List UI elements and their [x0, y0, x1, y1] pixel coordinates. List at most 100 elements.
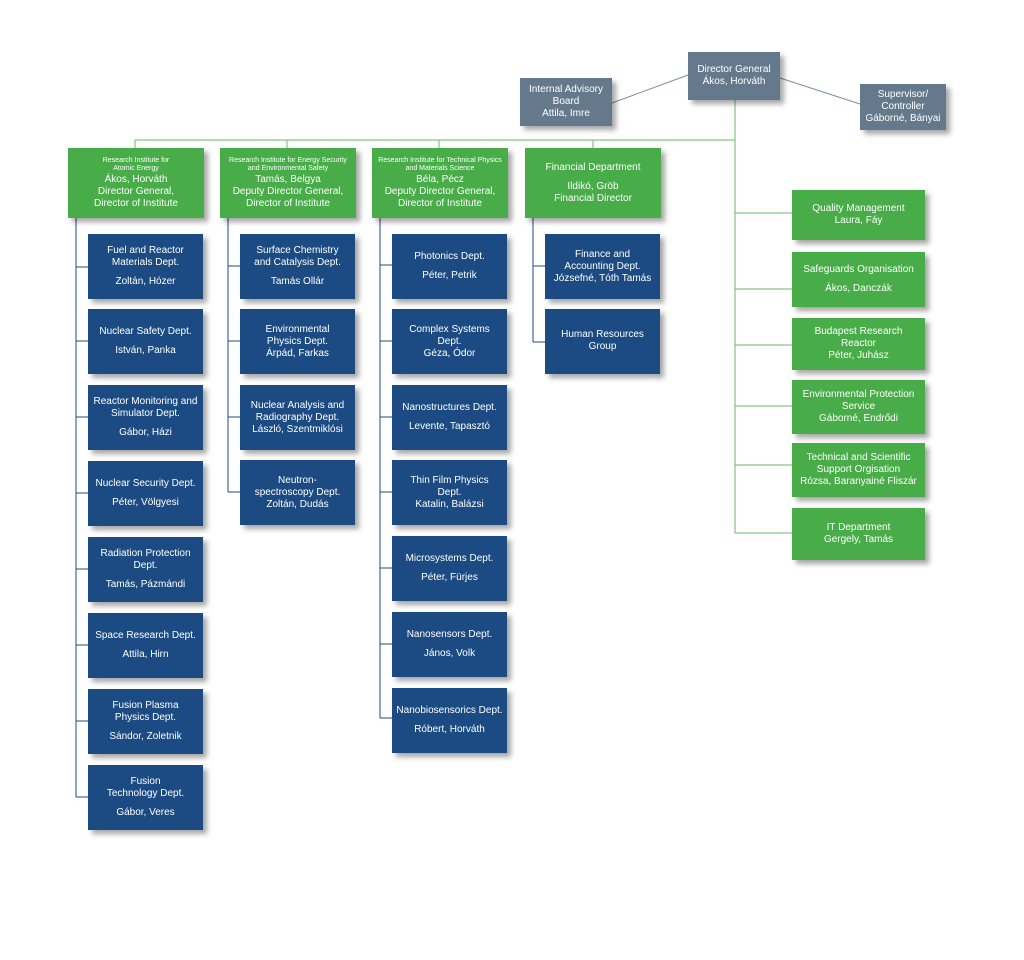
dept-space-research: Space Research Dept. Attila, Hirn — [88, 613, 203, 678]
unit-label-line2: Service — [841, 401, 876, 412]
financial-role: Financial Director — [554, 192, 632, 204]
dept-head-name: Sándor, Zoletnik — [109, 731, 182, 742]
dept-head-name: Levente, Tapasztó — [409, 421, 490, 432]
dept-label-line2: Group — [588, 341, 617, 352]
director-advisory-line — [611, 74, 689, 104]
dept-nanosensors: Nanosensors Dept. János, Volk — [392, 612, 507, 677]
dept-head-name: Józsefné, Tóth Tamás — [553, 272, 652, 284]
dept-nuclear-analysis: Nuclear Analysis and Radiography Dept. L… — [240, 385, 355, 450]
unit-technical-scientific-support: Technical and Scientific Support Orgisat… — [792, 443, 925, 497]
dept-label-line2: Physics Dept. — [114, 712, 177, 723]
dept-label-line1: Radiation Protection — [100, 548, 191, 559]
institute-energy-title-line2: and Environmental Safety — [247, 165, 329, 172]
dept-label-line2: Materials Dept. — [111, 257, 180, 268]
dept-label-line2: Simulator Dept. — [111, 408, 180, 419]
institute-technical-physics-box: Research Institute for Technical Physics… — [372, 148, 508, 218]
institute-atomic-energy-box: Research Institute for Atomic Energy Áko… — [68, 148, 204, 218]
dept-head-name: Géza, Ódor — [423, 347, 476, 359]
dept-head-name: Róbert, Horváth — [414, 724, 485, 735]
dept-label-line1: Environmental — [265, 323, 330, 335]
dept-head-name: Gábor, Veres — [116, 807, 175, 818]
dept-microsystems: Microsystems Dept. Péter, Fürjes — [392, 536, 507, 601]
institute-atomic-title-line2: Atomic Energy — [113, 165, 159, 172]
supervisor-title-line2: Controller — [881, 101, 925, 112]
dept-label-line1: Finance and — [574, 248, 631, 260]
institute-atomic-role-line2: Director of Institute — [94, 197, 178, 209]
dept-label-line1: Photonics Dept. — [414, 251, 485, 262]
dept-neutron-spectroscopy: Neutron- spectroscopy Dept. Zoltán, Dudá… — [240, 460, 355, 525]
unit-environmental-protection: Environmental Protection Service Gáborné… — [792, 380, 925, 434]
financial-department-box: Financial Department Ildikó, Gröb Financ… — [525, 148, 661, 218]
dept-label-line1: Fusion — [130, 776, 161, 787]
dept-label-line1: Human Resources — [561, 329, 644, 340]
institute-atomic-title-line1: Research Institute for — [102, 156, 170, 164]
internal-advisory-box: Internal Advisory Board Attila, Imre — [520, 78, 612, 126]
unit-label-line1: Environmental Protection — [802, 389, 915, 400]
advisory-title-line2: Board — [552, 96, 580, 107]
dept-label-line1: Nanobiosensorics Dept. — [396, 705, 503, 716]
institute-atomic-role-line1: Director General, — [97, 185, 175, 197]
dept-head-name: Tamás, Pázmándi — [105, 579, 186, 590]
unit-label-line1: IT Department — [826, 522, 891, 533]
dept-radiation-protection: Radiation Protection Dept. Tamás, Pázmán… — [88, 537, 203, 602]
institute-physics-name: Béla, Pécz — [416, 173, 464, 185]
dept-label-line2: Physics Dept. — [266, 335, 329, 347]
dept-fusion-technology: Fusion Technology Dept. Gábor, Veres — [88, 765, 203, 830]
dept-label-line2: Dept. — [437, 486, 462, 498]
dept-label-line2: and Catalysis Dept. — [254, 257, 341, 268]
institute-energy-role-line1: Deputy Director General, — [232, 185, 344, 197]
dept-head-name: Péter, Fürjes — [421, 572, 478, 583]
institute-physics-title-line1: Research Institute for Technical Physics — [378, 156, 502, 164]
dept-human-resources: Human Resources Group — [545, 309, 660, 374]
supervisor-title-line1: Supervisor/ — [877, 89, 929, 100]
unit-label-line1: Quality Management — [812, 203, 905, 214]
dept-head-name: Péter, Petrik — [422, 270, 477, 281]
dept-head-name: Zoltán, Dudás — [266, 498, 329, 510]
dept-label-line1: Fuel and Reactor — [107, 245, 184, 256]
institute-energy-name: Tamás, Belgya — [255, 173, 321, 185]
unit-label-line2: Support Orgisation — [816, 464, 901, 475]
dept-head-name: Zoltán, Hózer — [115, 276, 176, 287]
financial-title: Financial Department — [545, 161, 641, 173]
dept-label-line1: Neutron- — [278, 474, 317, 486]
institute-energy-title-line1: Research Institute for Energy Security — [229, 156, 347, 164]
dept-head-name: Péter, Völgyesi — [112, 497, 179, 508]
supervisor-name: Gáborné, Bányai — [865, 113, 941, 124]
dept-label-line2: Dept. — [437, 335, 462, 347]
dept-head-name: István, Panka — [115, 345, 176, 356]
financial-name: Ildikó, Gröb — [567, 180, 619, 192]
dept-label-line2: Accounting Dept. — [564, 260, 641, 272]
dept-fuel-reactor-materials: Fuel and Reactor Materials Dept. Zoltán,… — [88, 234, 203, 299]
dept-head-name: László, Szentmiklósi — [252, 423, 343, 435]
unit-head-name: Gergely, Tamás — [823, 534, 894, 545]
unit-budapest-research-reactor: Budapest Research Reactor Péter, Juhász — [792, 318, 925, 370]
dept-environmental-physics: Environmental Physics Dept. Árpád, Farka… — [240, 309, 355, 374]
dept-label-line2: Technology Dept. — [106, 788, 185, 799]
advisory-name: Attila, Imre — [542, 108, 590, 119]
institute-atomic-name: Ákos, Horváth — [104, 173, 168, 185]
dept-label-line1: Thin Film Physics — [410, 474, 489, 486]
dept-label-line1: Fusion Plasma — [112, 700, 179, 711]
unit-label-line1: Technical and Scientific — [806, 452, 911, 463]
dept-nanostructures: Nanostructures Dept. Levente, Tapasztó — [392, 385, 507, 450]
dept-nuclear-safety: Nuclear Safety Dept. István, Panka — [88, 309, 203, 374]
unit-label-line1: Budapest Research Reactor — [814, 326, 903, 349]
dept-surface-chemistry: Surface Chemistry and Catalysis Dept. Ta… — [240, 234, 355, 299]
dept-label-line1: Surface Chemistry — [256, 245, 339, 256]
dept-label-line1: Reactor Monitoring and — [93, 396, 198, 407]
unit-head-name: Rózsa, Baranyainé Fliszár — [800, 476, 917, 487]
dept-reactor-monitoring: Reactor Monitoring and Simulator Dept. G… — [88, 385, 203, 450]
dept-label-line1: Nuclear Safety Dept. — [99, 326, 192, 337]
dept-fusion-plasma-physics: Fusion Plasma Physics Dept. Sándor, Zole… — [88, 689, 203, 754]
dept-label-line1: Microsystems Dept. — [405, 553, 494, 564]
dept-head-name: János, Volk — [423, 648, 476, 659]
unit-label-line1: Safeguards Organisation — [803, 264, 914, 275]
dept-photonics: Photonics Dept. Péter, Petrik — [392, 234, 507, 299]
dept-label-line1: Nuclear Analysis and — [250, 399, 345, 411]
dept-nuclear-security: Nuclear Security Dept. Péter, Völgyesi — [88, 461, 203, 526]
director-general-box: Director General Ákos, Horváth — [688, 52, 780, 100]
dept-thin-film-physics: Thin Film Physics Dept. Katalin, Balázsi — [392, 460, 507, 525]
unit-head-name: Péter, Juhász — [828, 350, 889, 361]
dept-label-line1: Space Research Dept. — [95, 630, 196, 641]
